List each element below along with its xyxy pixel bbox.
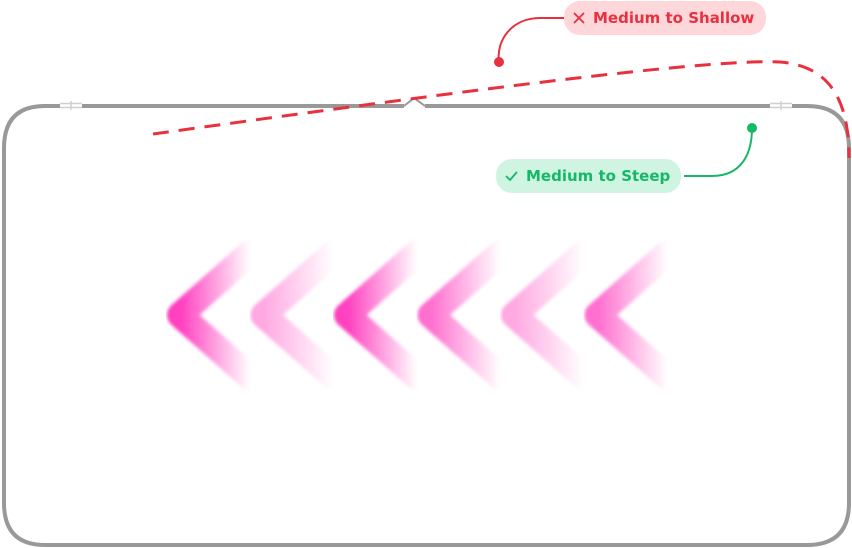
medium-to-steep-text: Medium to Steep bbox=[526, 167, 671, 185]
chevron-row bbox=[167, 240, 681, 390]
right-edge-marker bbox=[770, 101, 792, 110]
window-frame bbox=[2, 104, 851, 547]
check-icon bbox=[505, 171, 518, 182]
chevron-left-icon bbox=[584, 240, 681, 390]
medium-to-shallow-text: Medium to Shallow bbox=[593, 9, 755, 27]
chevron-left-icon bbox=[167, 240, 263, 390]
medium-to-steep-label: Medium to Steep bbox=[496, 159, 682, 193]
chevron-left-icon bbox=[417, 240, 514, 390]
shallow-curve bbox=[152, 60, 851, 159]
bad-leader-dot bbox=[494, 57, 504, 67]
left-edge-marker bbox=[60, 101, 82, 110]
bad-leader-line bbox=[497, 17, 564, 63]
chevron-left-icon bbox=[501, 240, 597, 390]
good-leader-dot bbox=[747, 123, 757, 133]
cross-icon bbox=[573, 12, 585, 24]
medium-to-shallow-label: Medium to Shallow bbox=[564, 1, 767, 35]
chevron-left-icon bbox=[250, 240, 347, 390]
chevron-left-icon bbox=[334, 240, 430, 390]
good-leader-line bbox=[684, 127, 753, 177]
